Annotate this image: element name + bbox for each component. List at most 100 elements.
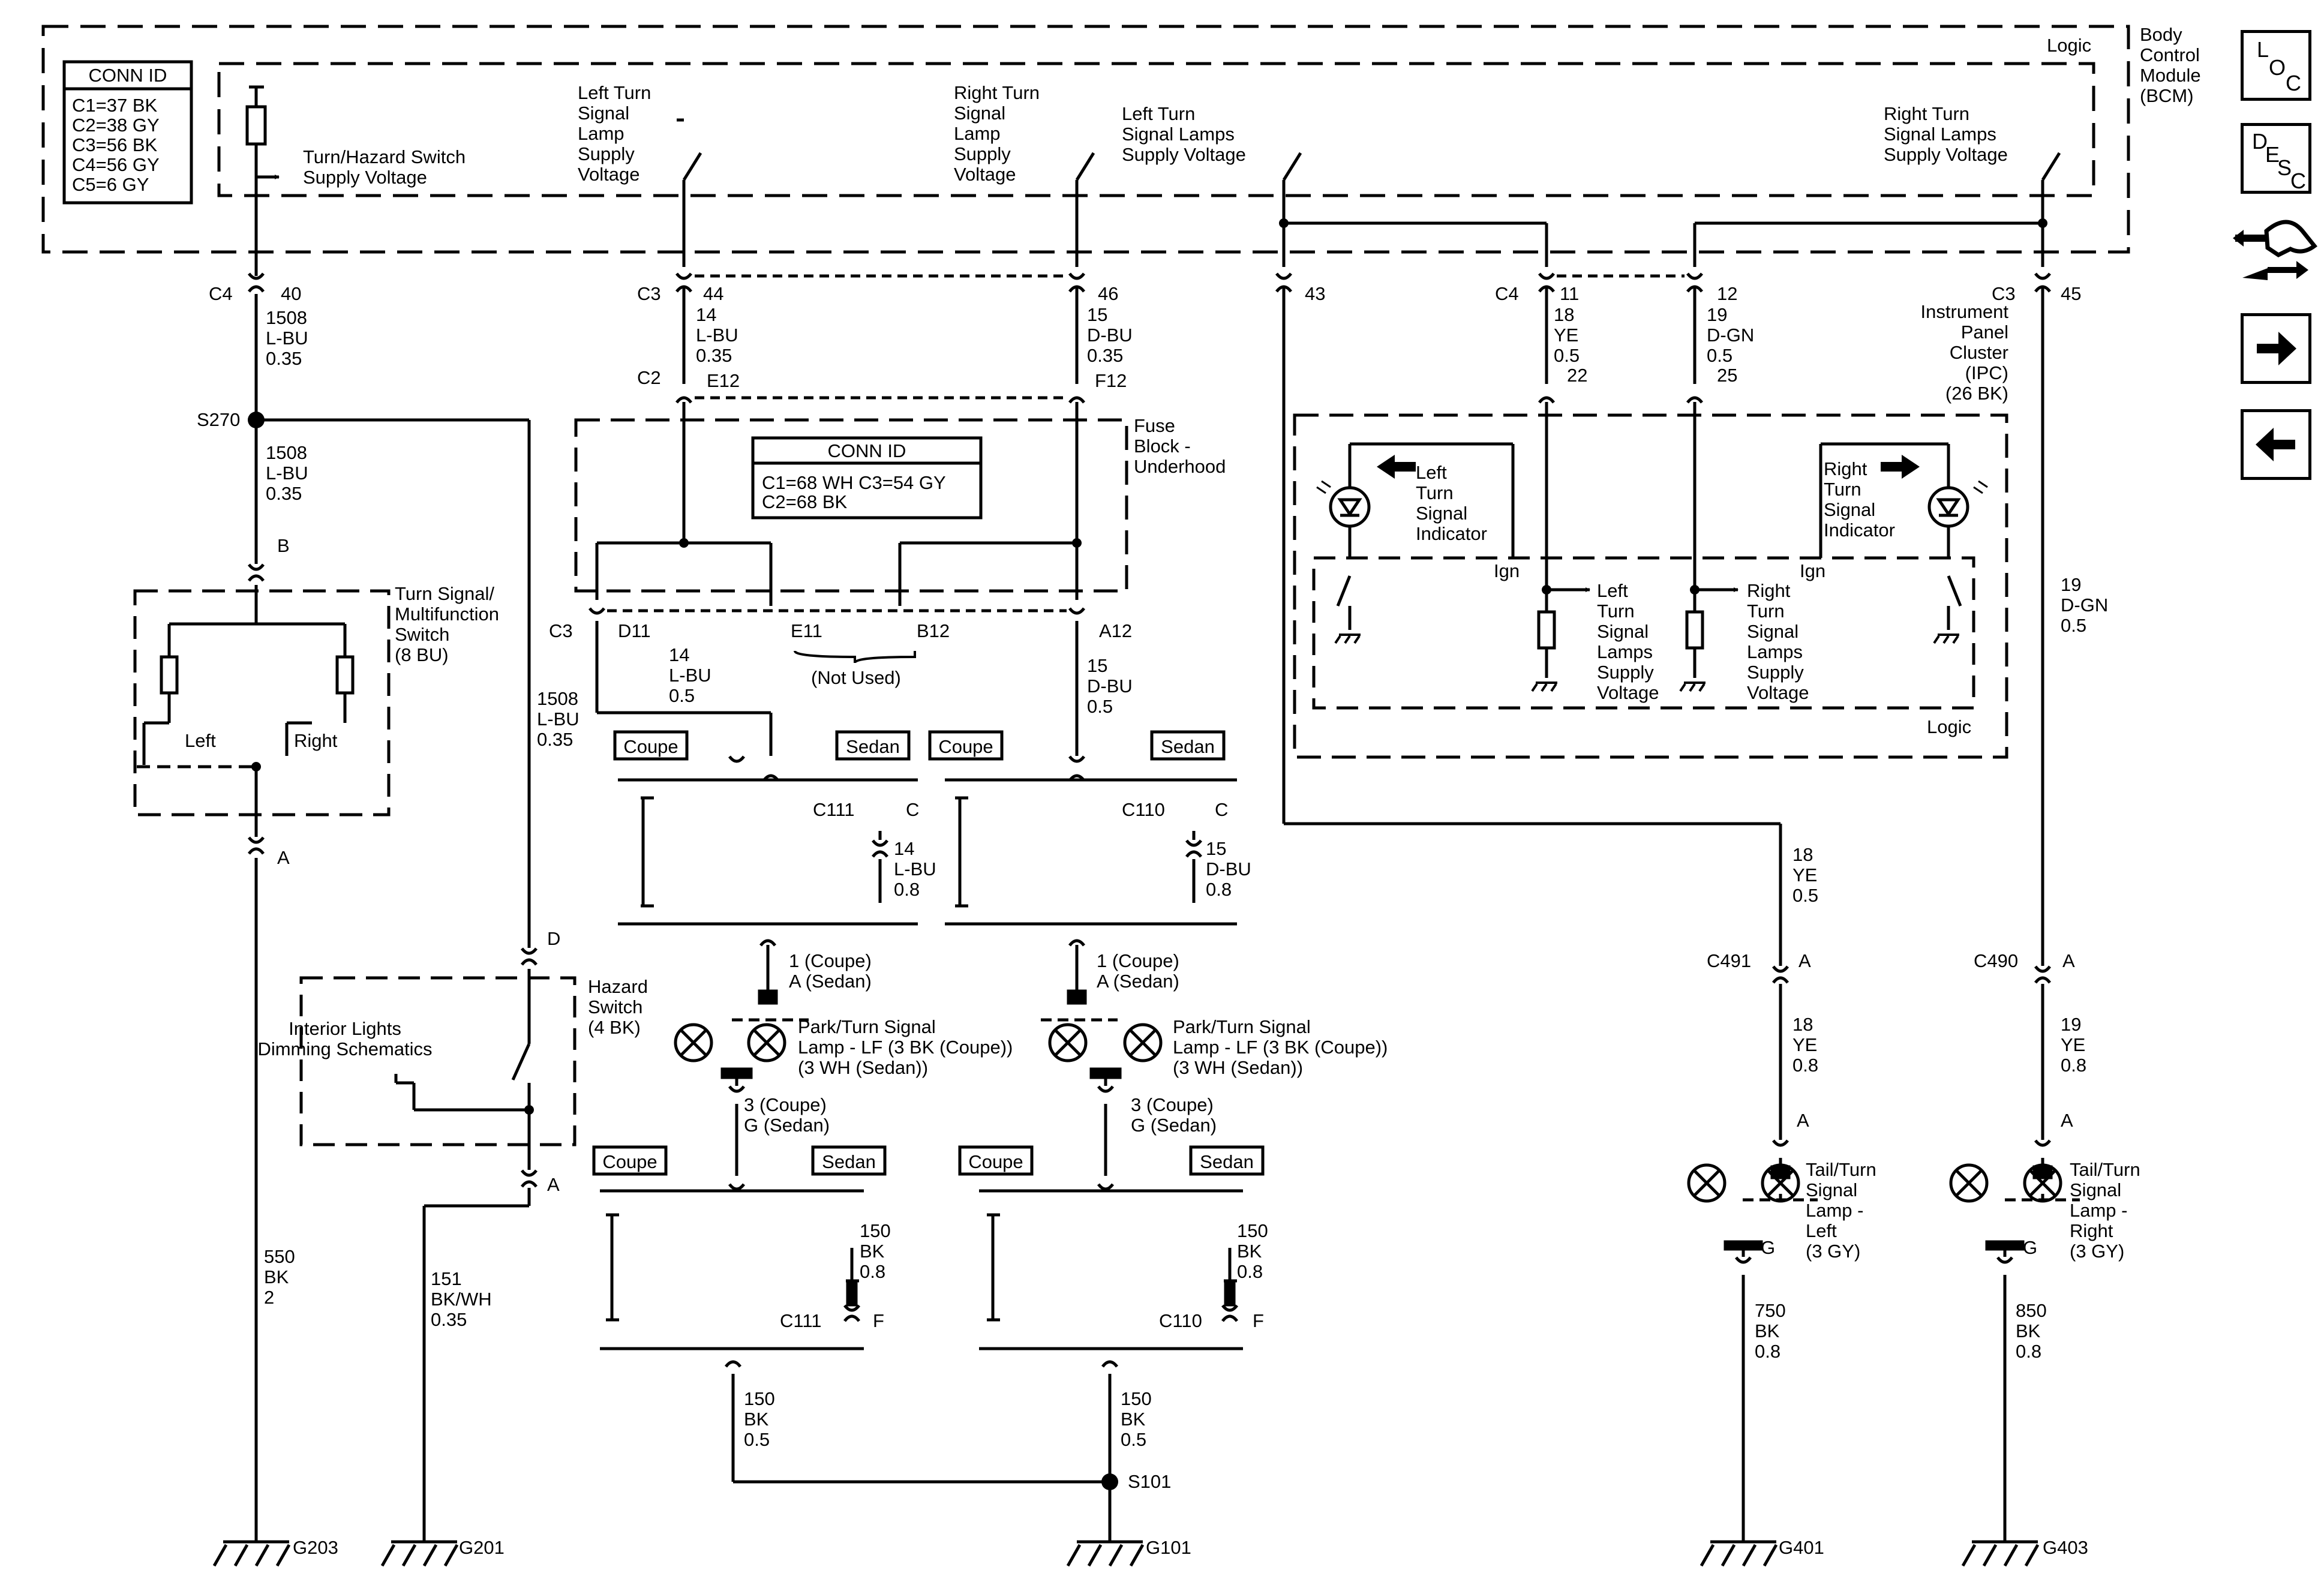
pin-22: 22 [1567, 365, 1587, 386]
connector-c4: C4 [209, 283, 233, 304]
description-icon-letter-e: E [2265, 142, 2280, 167]
left-lamps-supply-ipc-label-line-5: Supply [1597, 662, 1654, 683]
lamp-lf-label-line-3: (3 WH (Sedan)) [798, 1057, 928, 1078]
connector-c3-right: C3 [1992, 283, 2016, 304]
left-indicator-label-line-2: Turn [1416, 482, 1454, 503]
pin-b: B [277, 535, 290, 556]
tail-left-label-line-2: Signal [1806, 1179, 1857, 1200]
variant-coupe-2: Coupe [938, 736, 993, 757]
wire-750-line-1: 750 [1755, 1300, 1786, 1321]
arrow-left-icon [2256, 428, 2295, 461]
lamp-rf-label-line-2: Lamp - LF (3 BK (Coupe)) [1173, 1037, 1388, 1058]
bcm-conn-id-header: CONN ID [89, 65, 167, 86]
variant-sedan-4: Sedan [1200, 1151, 1254, 1172]
ground-g401-label: G401 [1779, 1537, 1824, 1558]
previous-button[interactable] [2241, 409, 2311, 480]
wire-18-down-line-2: YE [1792, 864, 1817, 885]
pin-44: 44 [703, 283, 723, 304]
location-button[interactable]: L O C [2241, 30, 2311, 101]
pin-b12: B12 [917, 620, 950, 641]
fuse-conn-id-row-line-1: C1=68 WH C3=54 GY [762, 472, 946, 493]
connector-c111-bottom: C111 [780, 1310, 822, 1331]
pin-e11: E11 [791, 620, 822, 641]
connector-c110-bottom: C110 [1159, 1310, 1202, 1331]
wire-151-line-3: 0.35 [431, 1309, 467, 1330]
left-indicator-label-line-1: Left [1416, 462, 1447, 483]
wire-1508-mid-line-2: L-BU [266, 463, 308, 484]
tail-right-label-line-4: Right [2070, 1220, 2113, 1241]
description-icon-letter-c: C [2290, 169, 2306, 193]
bcm-conn-id-row-line-5: C5=6 GY [72, 174, 149, 195]
bcm-title-line-4: (BCM) [2140, 85, 2194, 106]
pin-a-switch: A [277, 847, 290, 868]
right-lamps-supply-label-line-1: Right Turn [1884, 103, 1969, 124]
tail-left-pin-a: A [1797, 1110, 1809, 1131]
left-lamps-supply-ipc-label-line-6: Voltage [1597, 682, 1659, 703]
wire-19-right-line-2: D-GN [2061, 595, 2108, 616]
hazard-switch-title-line-3: (4 BK) [588, 1017, 641, 1038]
interior-lights-label-line-2: Dimming Schematics [257, 1038, 432, 1059]
wire-15-fuse-line-2: D-BU [1087, 676, 1133, 697]
hazard-switch-title-line-2: Switch [588, 996, 642, 1017]
lamp-rf-label-line-1: Park/Turn Signal [1173, 1016, 1311, 1037]
turn-switch-title-line-4: (8 BU) [395, 644, 449, 665]
wire-15-c110-line-3: 0.8 [1206, 879, 1232, 900]
pin-d: D [547, 928, 560, 949]
right-lamps-supply-ipc-label-line-6: Voltage [1747, 682, 1809, 703]
tail-right-label-line-3: Lamp - [2070, 1200, 2127, 1221]
connector-c4-right: C4 [1495, 283, 1519, 304]
wire-850-line-2: BK [2016, 1320, 2041, 1341]
splice-s270 [248, 412, 265, 428]
wire-150-s101-right-line-1: 150 [1121, 1388, 1152, 1409]
turn-switch-title-line-3: Switch [395, 624, 449, 645]
pin-40: 40 [281, 283, 301, 304]
pin-11: 11 [1560, 283, 1579, 304]
wire-15-top-line-2: D-BU [1087, 325, 1133, 346]
wire-19-ipc-line-2: D-GN [1707, 325, 1754, 346]
wire-550-line-2: BK [264, 1266, 289, 1287]
location-icon-letter-c: C [2286, 71, 2301, 95]
ipc-logic-label: Logic [1927, 716, 1971, 737]
turn-switch-left: Left [185, 730, 216, 751]
connector-c111-top: C111 [813, 799, 855, 820]
tail-left-label-line-3: Lamp - [1806, 1200, 1863, 1221]
bcm-logic-label: Logic [2047, 35, 2091, 56]
right-signal-supply-label-line-1: Right Turn [954, 82, 1040, 103]
wire-150-left-line-2: BK [860, 1241, 885, 1262]
pin-46: 46 [1098, 283, 1118, 304]
description-icon: D [2252, 129, 2268, 154]
wire-18-c491-line-3: 0.8 [1792, 1055, 1818, 1076]
bcm-conn-id-box [62, 60, 193, 205]
connector-tool-icon[interactable] [2230, 213, 2320, 291]
tail-right-pin-a: A [2061, 1110, 2073, 1131]
lamp-rf-pin-bottom-line-2: G (Sedan) [1131, 1115, 1217, 1136]
description-button[interactable]: D E S C [2241, 123, 2311, 194]
wire-19-right-line-1: 19 [2061, 574, 2081, 595]
lamp-lf-label-line-1: Park/Turn Signal [798, 1016, 936, 1037]
wire-150-s101-left-line-3: 0.5 [744, 1429, 770, 1450]
wire-18-down-line-3: 0.5 [1792, 885, 1818, 906]
wire-19-right-line-3: 0.5 [2061, 615, 2086, 636]
wire-1508-hazard-line-3: 0.35 [537, 729, 573, 750]
left-indicator-label-line-3: Signal [1416, 503, 1467, 524]
right-lamps-supply-ipc-label-line-3: Signal [1747, 621, 1798, 642]
wire-18-ipc-line-1: 18 [1554, 304, 1574, 325]
splice-s101 [1101, 1473, 1118, 1490]
connector-c3-fuse: C3 [549, 620, 573, 641]
wire-150-s101-left-line-2: BK [744, 1409, 769, 1430]
tail-right-pin-g: G [2023, 1237, 2037, 1258]
fuse-block-title-line-2: Block - [1134, 436, 1191, 457]
turn-switch-right: Right [294, 730, 338, 751]
wire-1508-top-line-1: 1508 [266, 307, 307, 328]
right-indicator-label-line-4: Indicator [1824, 520, 1895, 541]
description-icon-letter-s: S [2277, 155, 2292, 180]
left-lamps-supply-label-line-1: Left Turn [1122, 103, 1195, 124]
wire-14-top-line-3: 0.35 [696, 345, 732, 366]
wire-14-c111-line-1: 14 [894, 838, 914, 859]
next-button[interactable] [2241, 313, 2311, 384]
location-icon: L [2257, 37, 2269, 62]
variant-sedan-2: Sedan [1161, 736, 1215, 757]
wire-19-c490-line-1: 19 [2061, 1014, 2081, 1035]
ipc-title-line-2: Panel [1961, 322, 2008, 343]
bcm-conn-id-row-line-4: C4=56 GY [72, 154, 160, 175]
